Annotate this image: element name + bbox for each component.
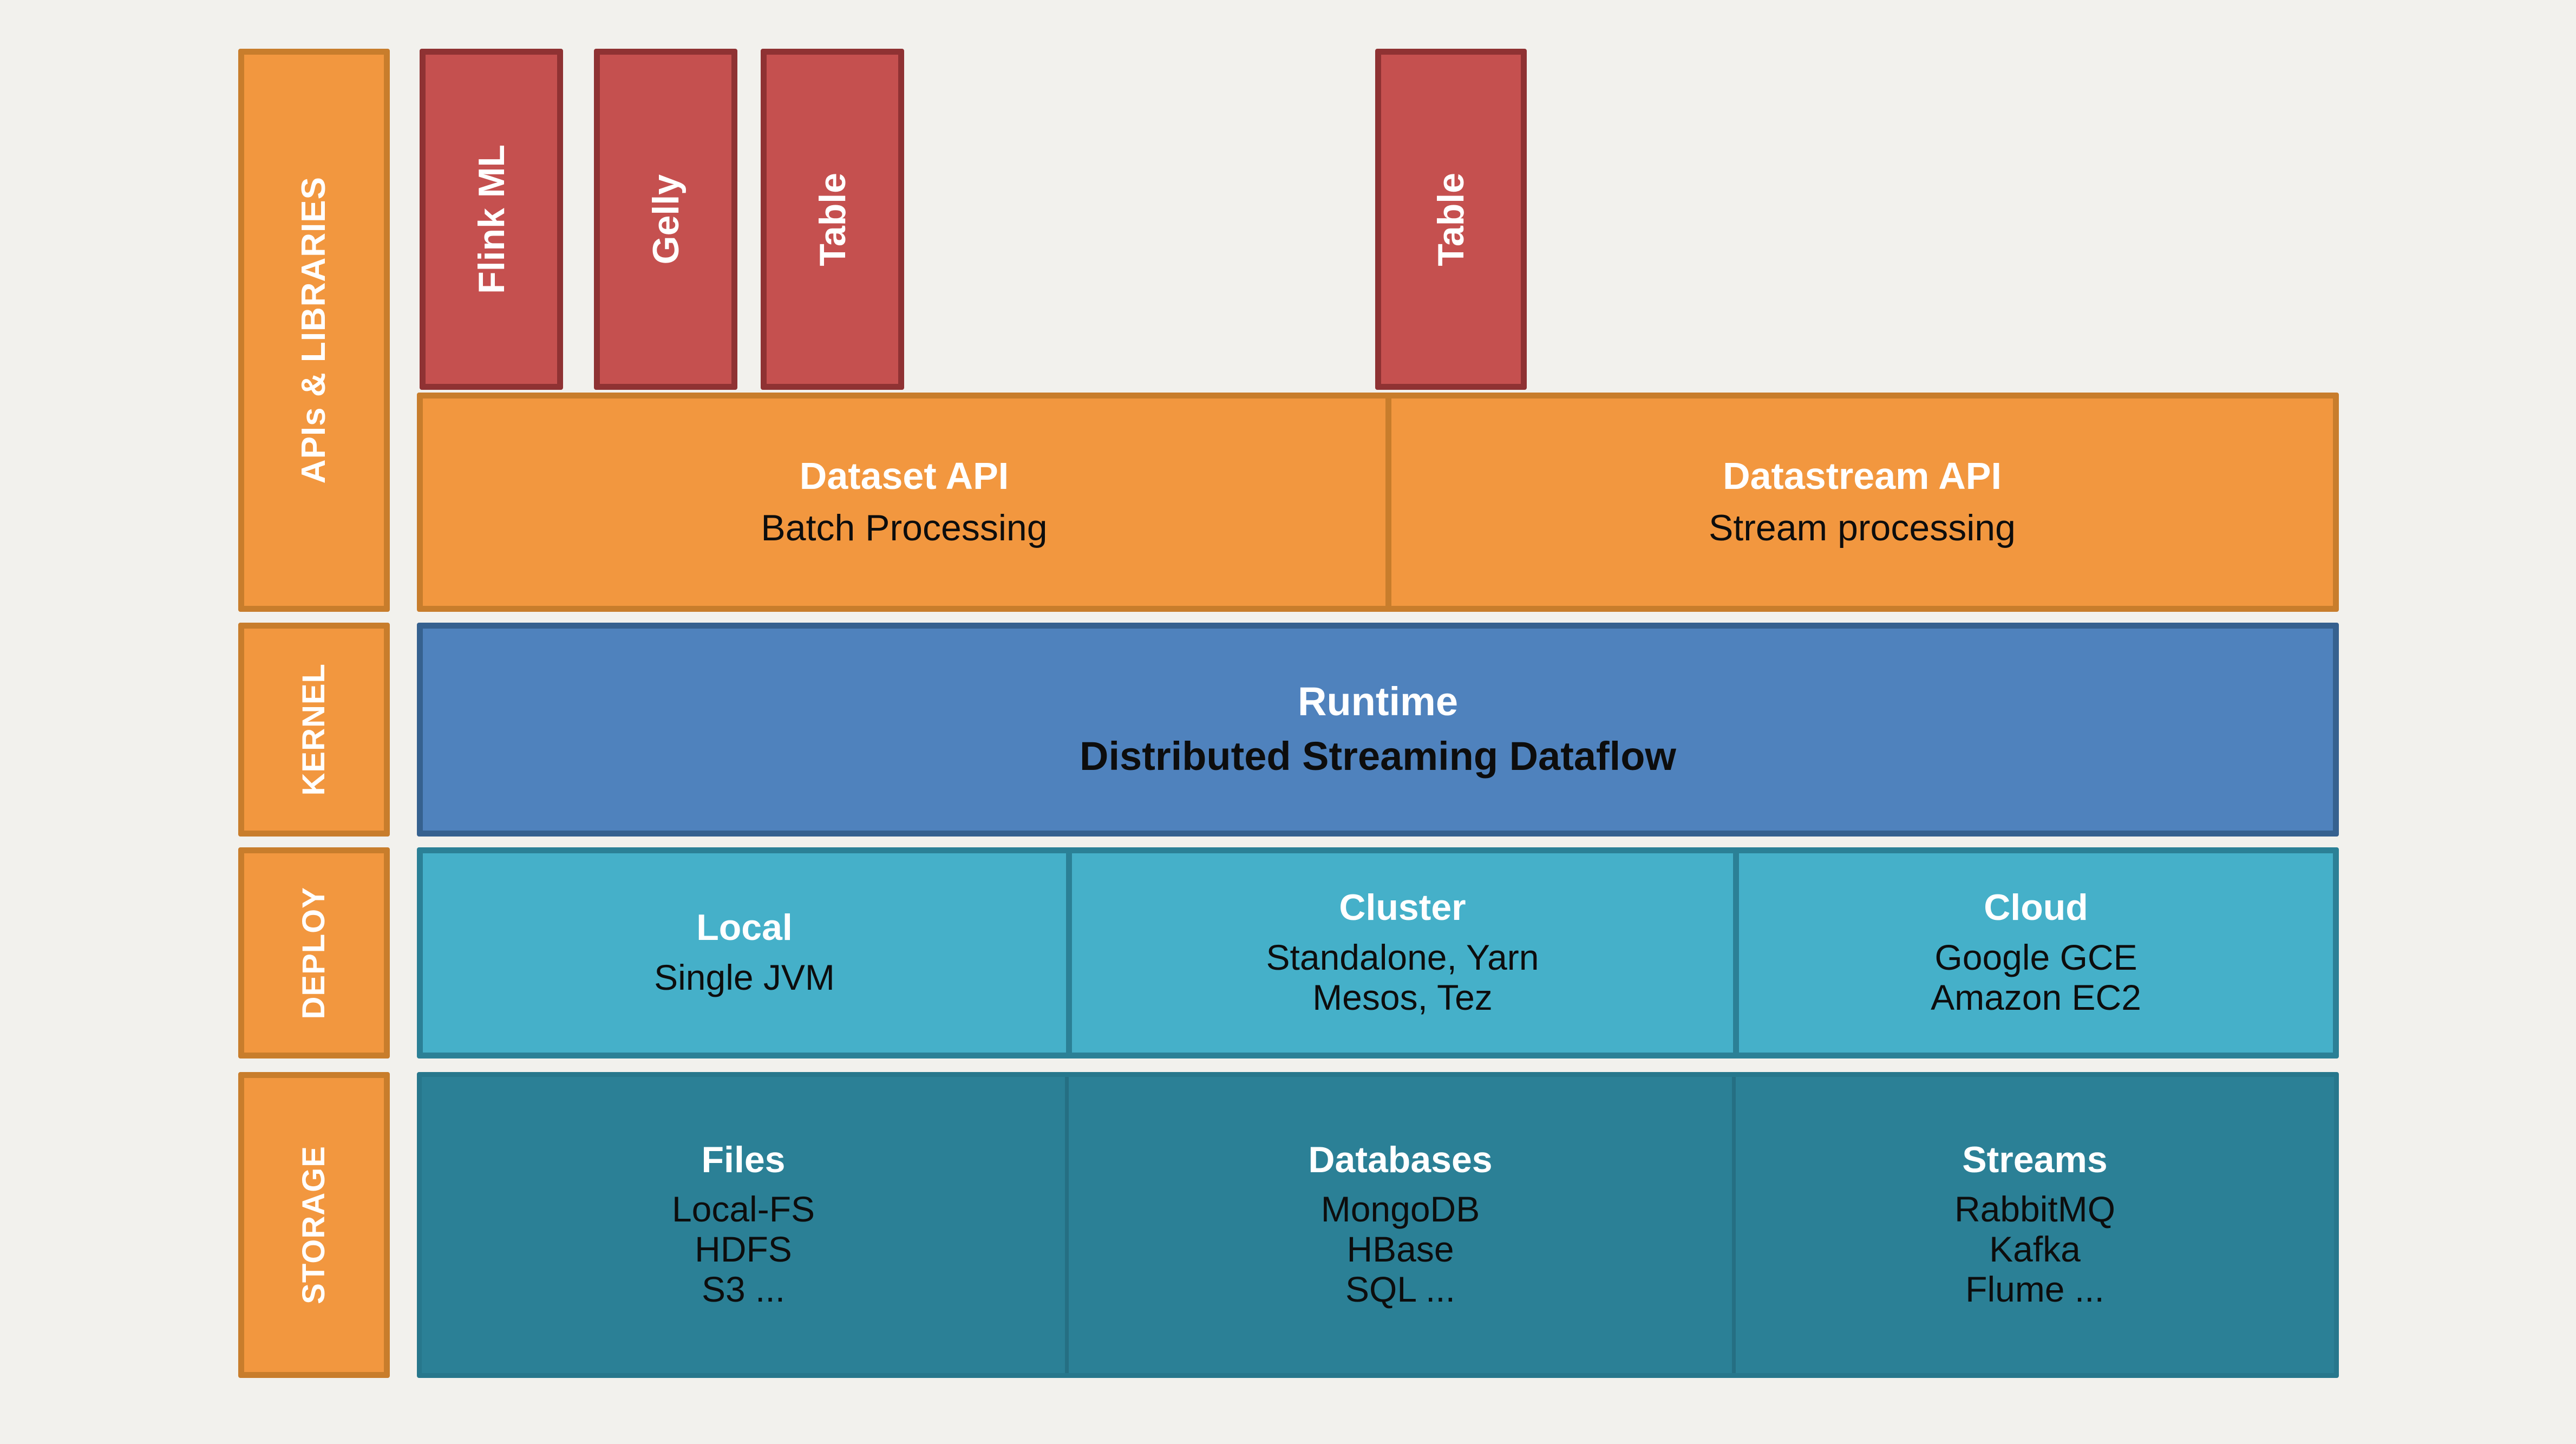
api-dataset-subtitle: Batch Processing	[761, 507, 1048, 549]
storage-cell-streams[interactable]: Streams RabbitMQ Kafka Flume ...	[1732, 1077, 2334, 1373]
library-box-table-batch[interactable]: Table	[761, 49, 904, 390]
rail-apis-label: APIs & LIBRARIES	[295, 177, 332, 484]
storage-cell-files[interactable]: Files Local-FS HDFS S3 ...	[422, 1077, 1065, 1373]
library-label-gelly: Gelly	[645, 174, 687, 265]
api-cell-dataset[interactable]: Dataset API Batch Processing	[423, 398, 1385, 606]
library-box-gelly[interactable]: Gelly	[594, 49, 737, 390]
rail-deploy-label: DEPLOY	[296, 886, 331, 1020]
rail-kernel[interactable]: KERNEL	[238, 623, 390, 837]
kernel-title: Runtime	[1298, 679, 1458, 724]
api-datastream-subtitle: Stream processing	[1709, 507, 2016, 549]
library-label-table-stream: Table	[1430, 172, 1472, 266]
storage-files-title: Files	[701, 1139, 786, 1180]
deploy-cluster-line1: Standalone, Yarn	[1266, 937, 1539, 977]
api-datastream-title: Datastream API	[1723, 454, 2002, 497]
library-label-table-batch: Table	[812, 172, 853, 266]
deploy-local-title: Local	[696, 907, 793, 949]
api-cell-datastream[interactable]: Datastream API Stream processing	[1385, 398, 2333, 606]
storage-streams-title: Streams	[1962, 1139, 2108, 1180]
storage-databases-line1: MongoDB	[1320, 1189, 1480, 1230]
storage-streams-line2: Kafka	[1989, 1229, 2081, 1270]
storage-databases-title: Databases	[1308, 1139, 1493, 1180]
library-label-flink-ml: Flink ML	[470, 145, 512, 294]
rail-kernel-label: KERNEL	[296, 663, 331, 796]
deploy-cluster-line2: Mesos, Tez	[1312, 977, 1493, 1017]
storage-streams-line3: Flume ...	[1965, 1269, 2104, 1310]
deploy-cluster-title: Cluster	[1339, 887, 1466, 929]
rail-storage-label: STORAGE	[296, 1146, 331, 1304]
api-dataset-title: Dataset API	[799, 454, 1009, 497]
storage-databases-line2: HBase	[1346, 1229, 1454, 1270]
kernel-subtitle: Distributed Streaming Dataflow	[1080, 734, 1676, 779]
storage-databases-line3: SQL ...	[1345, 1269, 1455, 1310]
storage-cell-databases[interactable]: Databases MongoDB HBase SQL ...	[1065, 1077, 1732, 1373]
storage-files-line1: Local-FS	[671, 1189, 815, 1230]
deploy-cell-cloud[interactable]: Cloud Google GCE Amazon EC2	[1733, 853, 2333, 1053]
storage-files-line2: HDFS	[695, 1229, 792, 1270]
deploy-cloud-line2: Amazon EC2	[1931, 977, 2141, 1017]
library-box-table-stream[interactable]: Table	[1375, 49, 1527, 390]
deploy-cell-local[interactable]: Local Single JVM	[423, 853, 1066, 1053]
deploy-layer-band: Local Single JVM Cluster Standalone, Yar…	[417, 847, 2339, 1059]
api-layer-band: Dataset API Batch Processing Datastream …	[417, 393, 2339, 612]
deploy-local-line1: Single JVM	[654, 957, 835, 997]
rail-storage[interactable]: STORAGE	[238, 1072, 390, 1378]
deploy-cell-cluster[interactable]: Cluster Standalone, Yarn Mesos, Tez	[1066, 853, 1733, 1053]
rail-deploy[interactable]: DEPLOY	[238, 847, 390, 1059]
storage-layer-band: Files Local-FS HDFS S3 ... Databases Mon…	[417, 1072, 2339, 1378]
storage-files-line3: S3 ...	[701, 1269, 786, 1310]
rail-apis-libraries[interactable]: APIs & LIBRARIES	[238, 49, 390, 612]
deploy-cloud-line1: Google GCE	[1934, 937, 2137, 977]
library-box-flink-ml[interactable]: Flink ML	[420, 49, 563, 390]
deploy-cloud-title: Cloud	[1984, 887, 2088, 929]
storage-streams-line1: RabbitMQ	[1954, 1189, 2116, 1230]
kernel-layer-band[interactable]: Runtime Distributed Streaming Dataflow	[417, 623, 2339, 837]
